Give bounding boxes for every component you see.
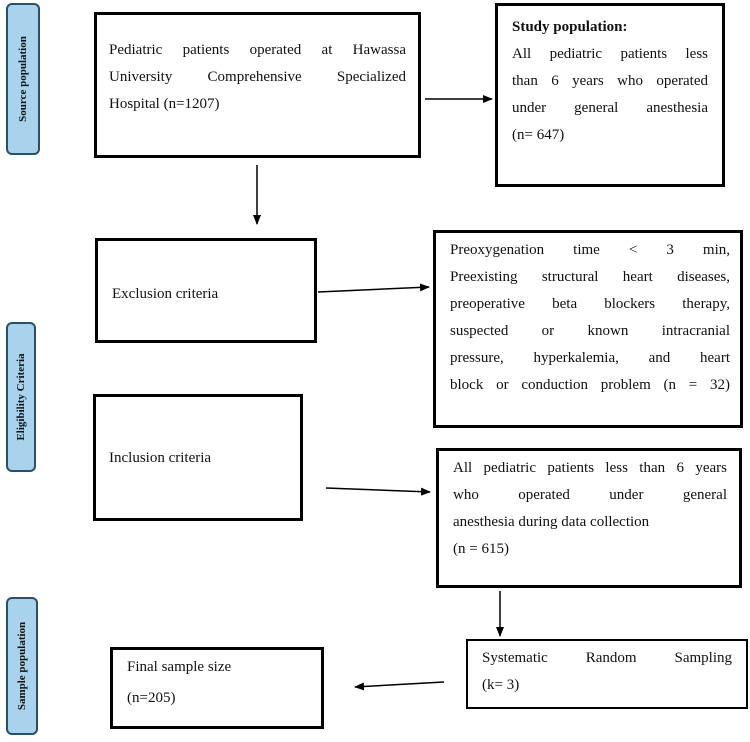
sampling-line-2: (k= 3) — [482, 677, 520, 693]
study-population-title: Study population: — [512, 19, 628, 35]
study-population-box: Study population: All pediatric patients… — [495, 3, 725, 187]
exclusion-line-5: pressure, hyperkalemia, and heart — [450, 350, 730, 366]
sampling-box: Systematic Random Sampling (k= 3) — [466, 639, 748, 709]
study-line-4: (n= 647) — [512, 127, 565, 143]
arrow-sampling-to-final — [354, 681, 445, 691]
source-line-1: Pediatric patients operated at Hawassa — [109, 42, 406, 58]
source-population-box: Pediatric patients operated at Hawassa U… — [94, 12, 421, 158]
arrow-inclusion-to-details — [325, 487, 431, 496]
exclusion-details-box: Preoxygenation time < 3 min, Preexisting… — [433, 230, 743, 428]
study-line-3: under general anesthesia — [512, 100, 708, 116]
sample-population-label: Sample population — [6, 597, 38, 735]
exclusion-line-2: Preexisting structural heart diseases, — [450, 269, 730, 285]
eligibility-criteria-label: Eligibility Criteria — [6, 322, 36, 472]
exclusion-criteria-box: Exclusion criteria — [95, 238, 317, 343]
exclusion-line-3: preoperative beta blockers therapy, — [450, 296, 730, 312]
inclusion-details-box: All pediatric patients less than 6 years… — [436, 448, 742, 588]
study-line-2: than 6 years who operated — [512, 73, 708, 89]
inclusion-line-2: who operated under general — [453, 487, 727, 503]
inclusion-line-4: (n = 615) — [453, 541, 509, 557]
final-line-1: Final sample size — [127, 659, 232, 675]
exclusion-line-4: suspected or known intracranial — [450, 323, 730, 339]
inclusion-criteria-box: Inclusion criteria — [93, 394, 303, 521]
source-line-3: Hospital (n=1207) — [109, 96, 220, 112]
arrow-exclusion-to-details — [317, 283, 430, 293]
inclusion-label: Inclusion criteria — [109, 450, 212, 466]
final-sample-box: Final sample size (n=205) — [110, 647, 324, 729]
sampling-line-1: Systematic Random Sampling — [482, 650, 732, 666]
exclusion-line-1: Preoxygenation time < 3 min, — [450, 242, 730, 258]
source-line-2: University Comprehensive Specialized — [109, 69, 406, 85]
source-population-label: Source population — [6, 3, 40, 155]
study-line-1: All pediatric patients less — [512, 46, 708, 62]
inclusion-line-3: anesthesia during data collection — [453, 514, 650, 530]
inclusion-line-1: All pediatric patients less than 6 years — [453, 460, 727, 476]
exclusion-label: Exclusion criteria — [112, 286, 219, 302]
final-line-2: (n=205) — [127, 690, 176, 706]
exclusion-line-6: block or conduction problem (n = 32) — [450, 377, 730, 393]
